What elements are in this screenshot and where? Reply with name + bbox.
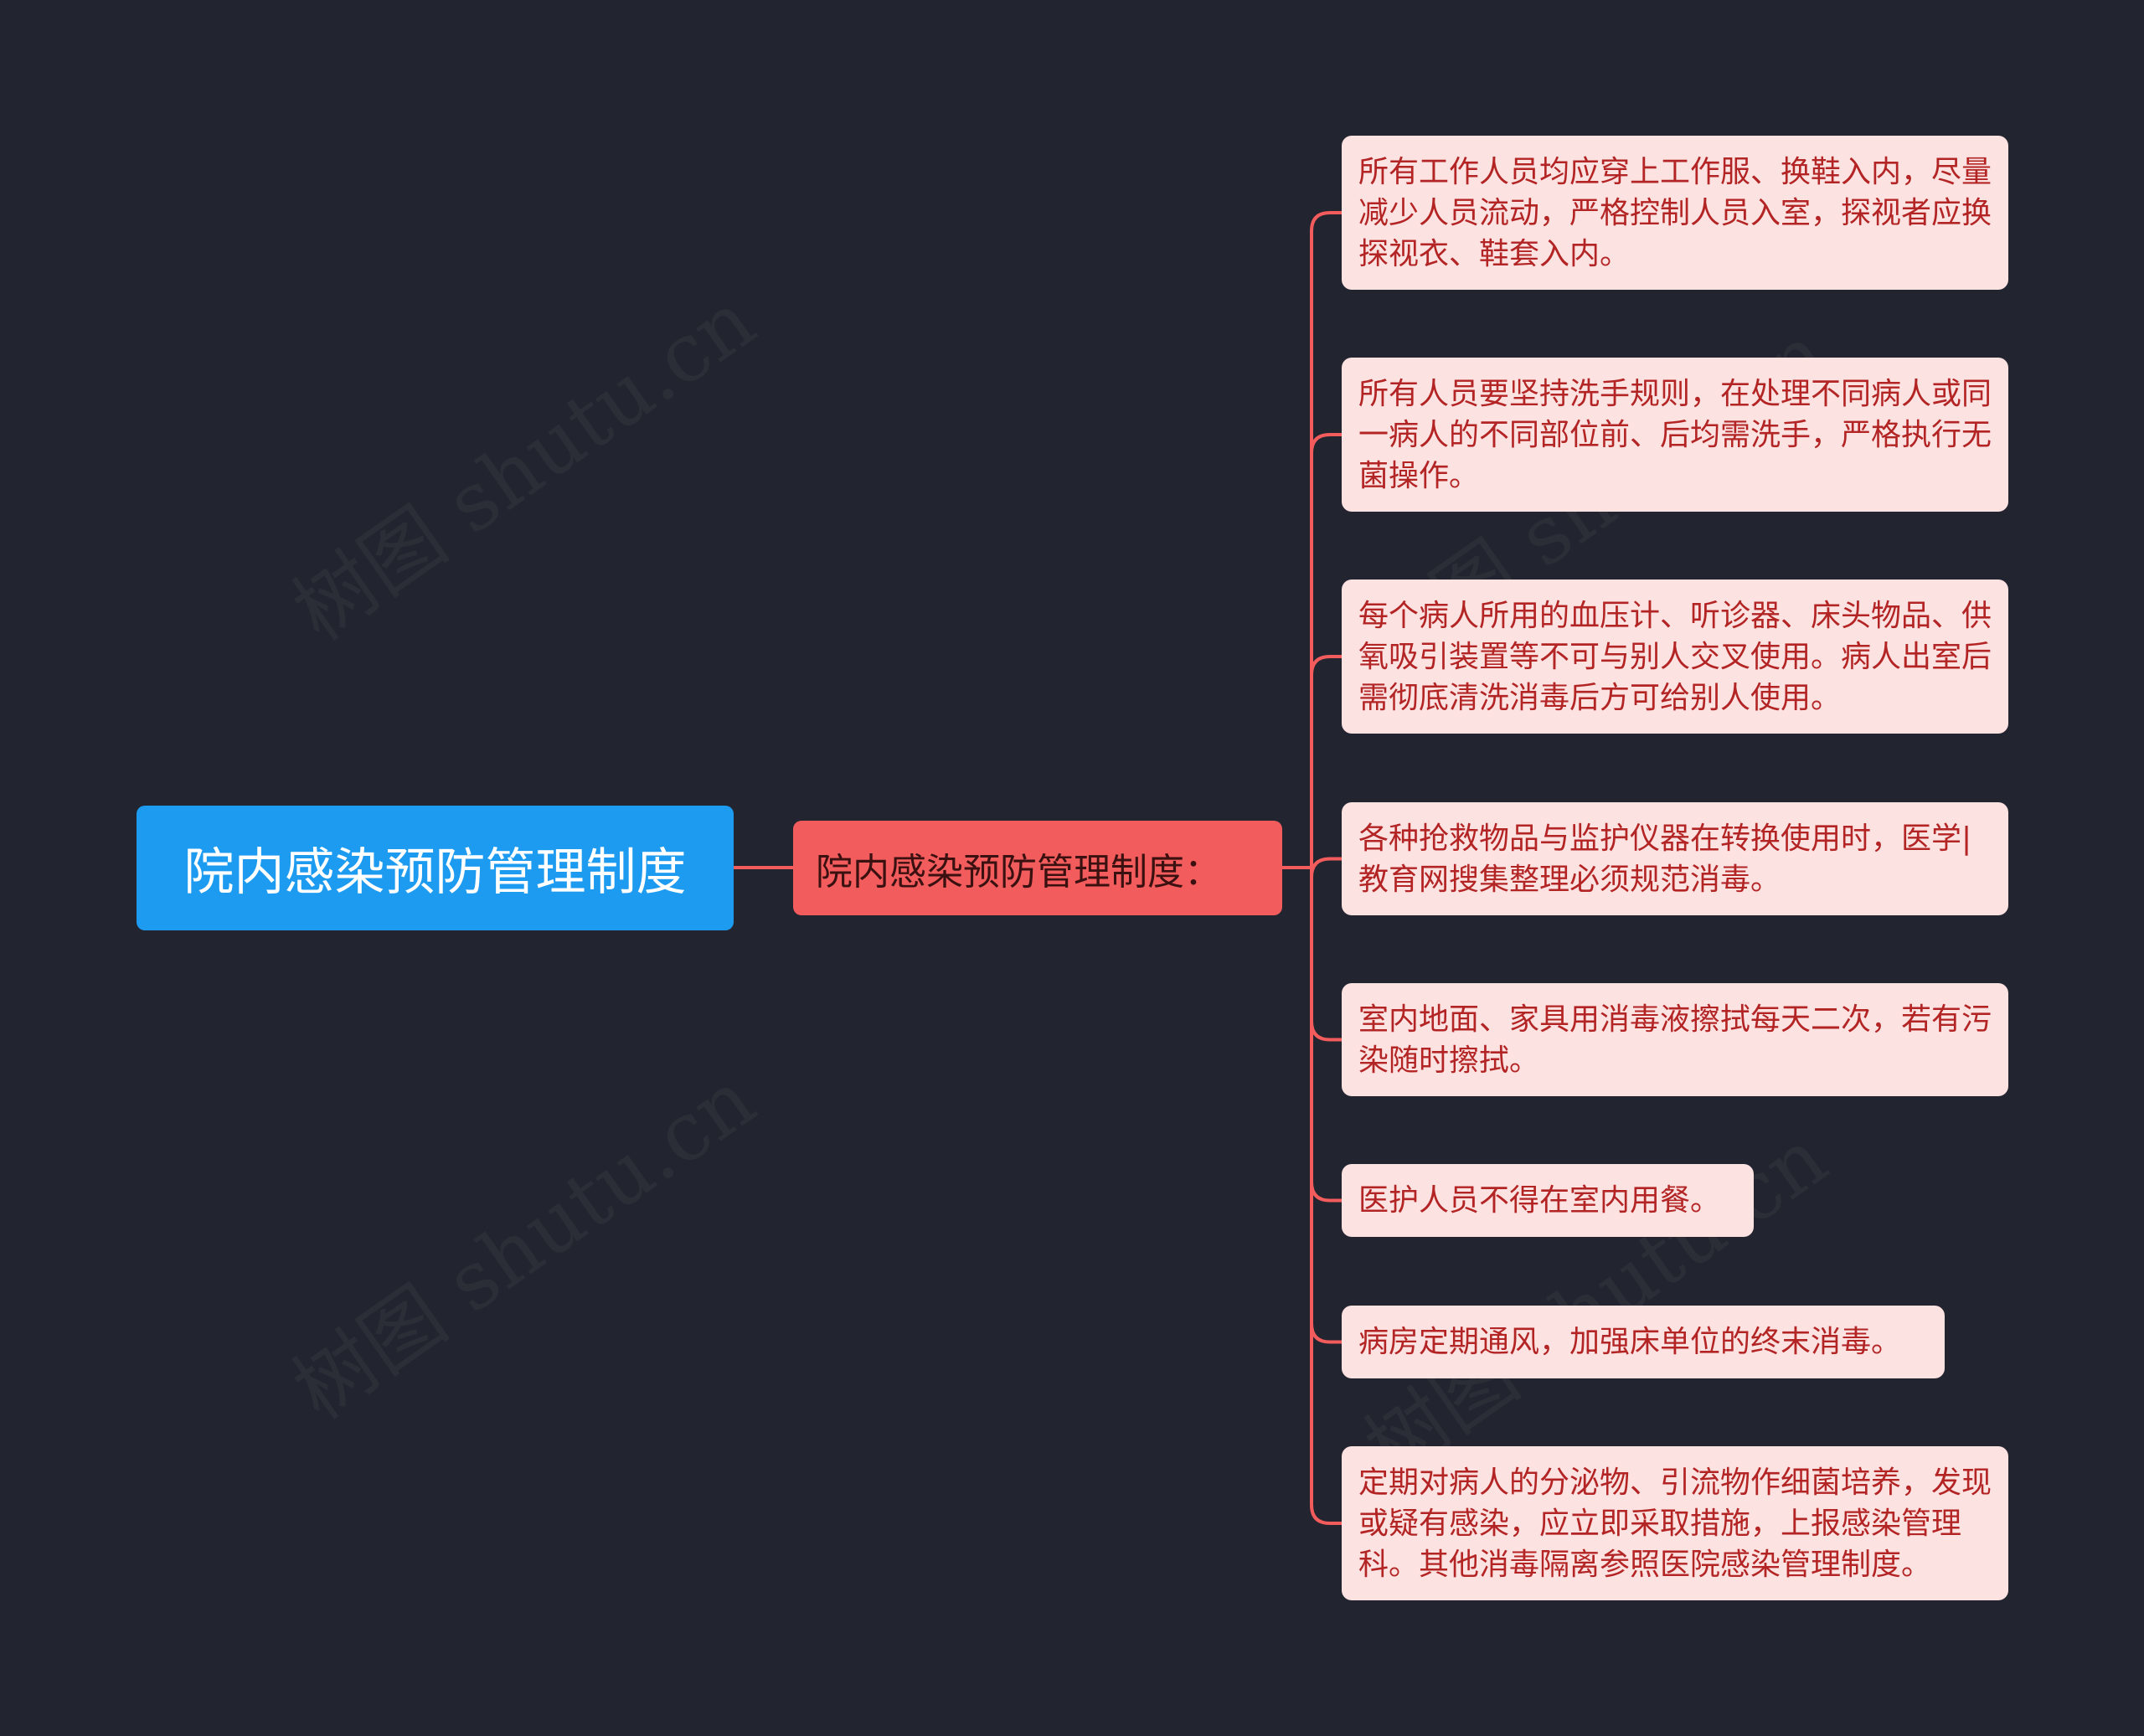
branch-topic[interactable]: 院内感染预防管理制度： [793,821,1282,915]
leaf-topic[interactable]: 每个病人所用的血压计、听诊器、床头物品、供氧吸引装置等不可与别人交叉使用。病人出… [1342,580,2008,734]
leaf-topic-text: 每个病人所用的血压计、听诊器、床头物品、供氧吸引装置等不可与别人交叉使用。病人出… [1358,598,1992,715]
root-topic-label: 院内感染预防管理制度 [183,843,687,902]
leaf-topic-text: 定期对病人的分泌物、引流物作细菌培养，发现或疑有感染，应立即采取措施，上报感染管… [1358,1465,1992,1582]
leaf-connectors [1310,211,1342,1525]
leaf-topic[interactable]: 所有人员要坚持洗手规则，在处理不同病人或同一病人的不同部位前、后均需洗手，严格执… [1342,358,2008,512]
branch-topic-label: 院内感染预防管理制度： [816,850,1221,894]
leaf-topic[interactable]: 室内地面、家具用消毒液擦拭每天二次，若有污染随时擦拭。 [1342,983,2008,1096]
leaf-topic[interactable]: 病房定期通风，加强床单位的终末消毒。 [1342,1306,1945,1378]
leaf-connector [1310,433,1342,868]
leaf-connector [1310,655,1342,868]
leaf-topic-text: 医护人员不得在室内用餐。 [1358,1183,1721,1218]
leaf-connector [1310,211,1342,868]
leaf-topic-text: 所有人员要坚持洗手规则，在处理不同病人或同一病人的不同部位前、后均需洗手，严格执… [1358,376,1992,493]
leaf-topic-text: 室内地面、家具用消毒液擦拭每天二次，若有污染随时擦拭。 [1358,1002,1992,1078]
leaf-connector [1310,868,1342,1042]
leaf-connector [1310,857,1342,878]
leaf-connector [1310,868,1342,1344]
leaf-topic-text: 病房定期通风，加强床单位的终末消毒。 [1358,1325,1902,1359]
leaf-topic-text: 所有工作人员均应穿上工作服、换鞋入内，尽量减少人员流动，严格控制人员入室，探视者… [1358,154,1992,271]
root-topic[interactable]: 院内感染预防管理制度 [137,806,734,930]
leaf-topic[interactable]: 定期对病人的分泌物、引流物作细菌培养，发现或疑有感染，应立即采取措施，上报感染管… [1342,1446,2008,1600]
leaf-connector [1310,868,1342,1525]
leaf-topic[interactable]: 各种抢救物品与监护仪器在转换使用时，医学|教育网搜集整理必须规范消毒。 [1342,802,2008,915]
leaf-topic[interactable]: 医护人员不得在室内用餐。 [1342,1164,1754,1237]
leaf-topic-text: 各种抢救物品与监护仪器在转换使用时，医学|教育网搜集整理必须规范消毒。 [1358,821,1972,897]
leaf-topic[interactable]: 所有工作人员均应穿上工作服、换鞋入内，尽量减少人员流动，严格控制人员入室，探视者… [1342,136,2008,290]
